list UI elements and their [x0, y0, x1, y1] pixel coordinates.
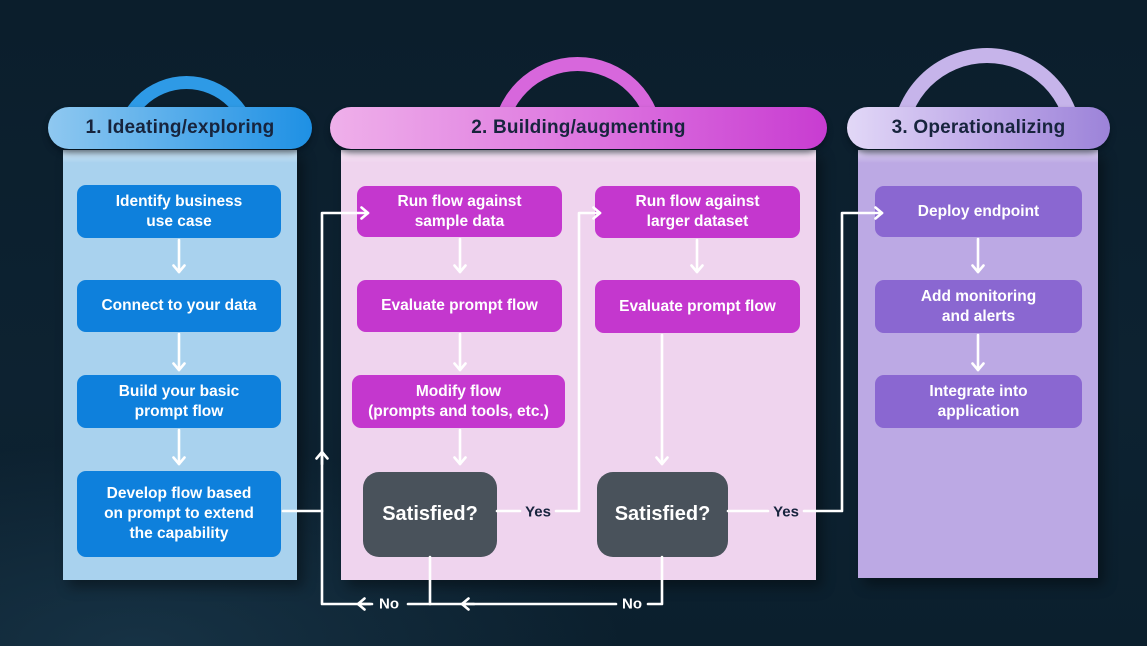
step-integrate-into-application: Integrate into application — [875, 375, 1082, 428]
step-identify-business-use-case: Identify business use case — [77, 185, 281, 238]
phase3-title: 3. Operationalizing — [891, 117, 1066, 138]
phase2-title: 2. Building/augmenting — [471, 117, 686, 138]
label-yes-1: Yes — [525, 503, 551, 521]
step-evaluate-prompt-flow-right: Evaluate prompt flow — [595, 280, 800, 333]
step-deploy-endpoint: Deploy endpoint — [875, 186, 1082, 237]
label-yes-2: Yes — [773, 503, 799, 521]
label-no-1: No — [379, 595, 399, 613]
decision-satisfied-1: Satisfied? — [363, 472, 497, 557]
step-develop-flow-extend-capability: Develop flow based on prompt to extend t… — [77, 471, 281, 557]
step-build-basic-prompt-flow: Build your basic prompt flow — [77, 375, 281, 428]
step-run-flow-larger-dataset: Run flow against larger dataset — [595, 186, 800, 238]
step-run-flow-sample-data: Run flow against sample data — [357, 186, 562, 237]
label-no-2: No — [622, 595, 642, 613]
phase1-header: 1. Ideating/exploring — [48, 107, 312, 149]
decision-satisfied-2: Satisfied? — [597, 472, 728, 557]
step-connect-to-your-data: Connect to your data — [77, 280, 281, 332]
step-modify-flow: Modify flow (prompts and tools, etc.) — [352, 375, 565, 428]
step-evaluate-prompt-flow-left: Evaluate prompt flow — [357, 280, 562, 332]
phase2-header: 2. Building/augmenting — [330, 107, 827, 149]
phase1-title: 1. Ideating/exploring — [85, 117, 275, 138]
phase3-header: 3. Operationalizing — [847, 107, 1110, 149]
step-add-monitoring-alerts: Add monitoring and alerts — [875, 280, 1082, 333]
